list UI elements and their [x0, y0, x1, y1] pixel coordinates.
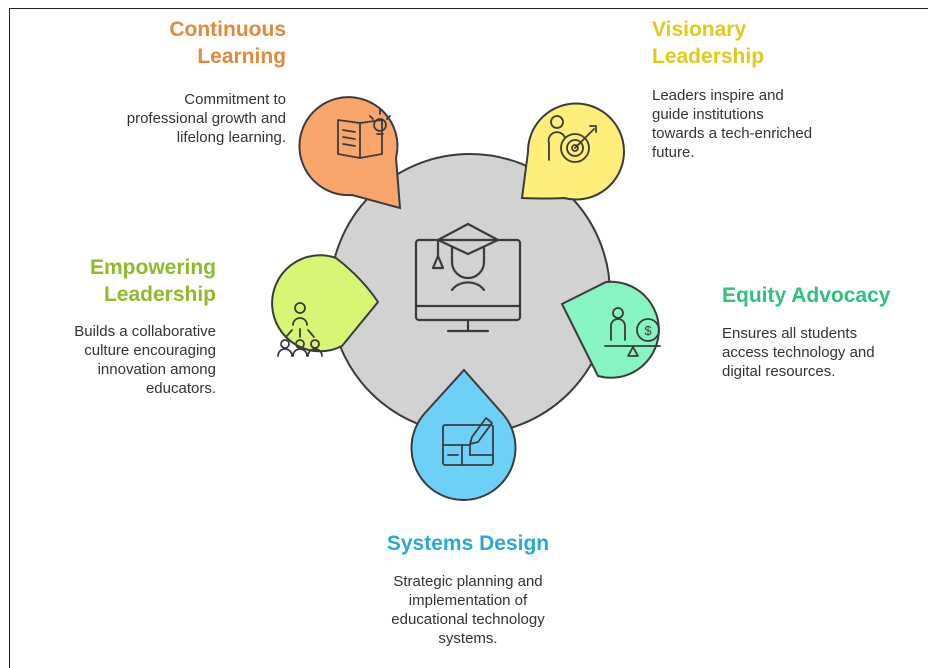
continuous-title-line2: Learning: [197, 45, 286, 68]
empowering-desc-line2: culture encouraging: [84, 342, 216, 359]
blueprint-pencil-icon: [442, 417, 494, 466]
visionary-title-line1: Visionary: [652, 18, 747, 41]
equity-title-line1: Equity Advocacy: [722, 284, 891, 307]
team-hierarchy-icon: [277, 302, 323, 357]
visionary-leadership-description: Leaders inspire and guide institutions t…: [652, 86, 872, 162]
systems-desc-line2: implementation of: [408, 592, 528, 609]
visionary-desc-line2: guide institutions: [652, 106, 764, 123]
equity-desc-line2: access technology and: [722, 344, 875, 361]
empowering-leadership-title: Empowering Leadership: [40, 254, 216, 308]
visionary-title-line2: Leadership: [652, 45, 765, 68]
equity-desc-line3: digital resources.: [722, 363, 836, 380]
continuous-title-line1: Continuous: [169, 18, 286, 41]
continuous-desc-line1: Commitment to: [184, 91, 286, 108]
systems-desc-line4: systems.: [438, 630, 498, 647]
diagram-frame: [9, 8, 928, 668]
empowering-desc-line3: innovation among: [97, 361, 216, 378]
person-scale-dollar-icon: $: [604, 307, 661, 357]
systems-design-description: Strategic planning and implementation of…: [350, 572, 586, 648]
empowering-desc-line1: Builds a collaborative: [74, 323, 216, 340]
empowering-title-line2: Leadership: [103, 283, 216, 306]
empowering-title-line1: Empowering: [89, 256, 216, 279]
empowering-desc-line4: educators.: [145, 380, 216, 397]
visionary-desc-line1: Leaders inspire and: [652, 87, 784, 104]
equity-advocacy-description: Ensures all students access technology a…: [722, 324, 922, 381]
continuous-desc-line3: lifelong learning.: [176, 129, 286, 146]
graduate-computer-icon: [414, 222, 522, 333]
visionary-leadership-title: Visionary Leadership: [652, 16, 852, 70]
systems-design-drop: [410, 368, 517, 501]
continuous-learning-description: Commitment to professional growth and li…: [100, 90, 286, 147]
visionary-leadership-drop: [520, 102, 625, 201]
visionary-desc-line3: towards a tech-enriched: [652, 125, 813, 142]
systems-design-title: Systems Design: [350, 530, 586, 557]
systems-desc-line3: educational technology: [391, 611, 545, 628]
person-target-icon: [547, 115, 597, 163]
empowering-leadership-description: Builds a collaborative culture encouragi…: [30, 322, 216, 398]
continuous-desc-line2: professional growth and: [126, 110, 286, 127]
equity-advocacy-title: Equity Advocacy: [722, 282, 922, 309]
equity-desc-line1: Ensures all students: [722, 325, 858, 342]
visionary-desc-line4: future.: [652, 144, 695, 161]
systems-desc-line1: Strategic planning and: [393, 573, 543, 590]
book-lightbulb-icon: [337, 109, 391, 159]
svg-text:$: $: [644, 323, 652, 338]
systems-title-line1: Systems Design: [386, 532, 550, 555]
continuous-learning-title: Continuous Learning: [120, 16, 286, 70]
